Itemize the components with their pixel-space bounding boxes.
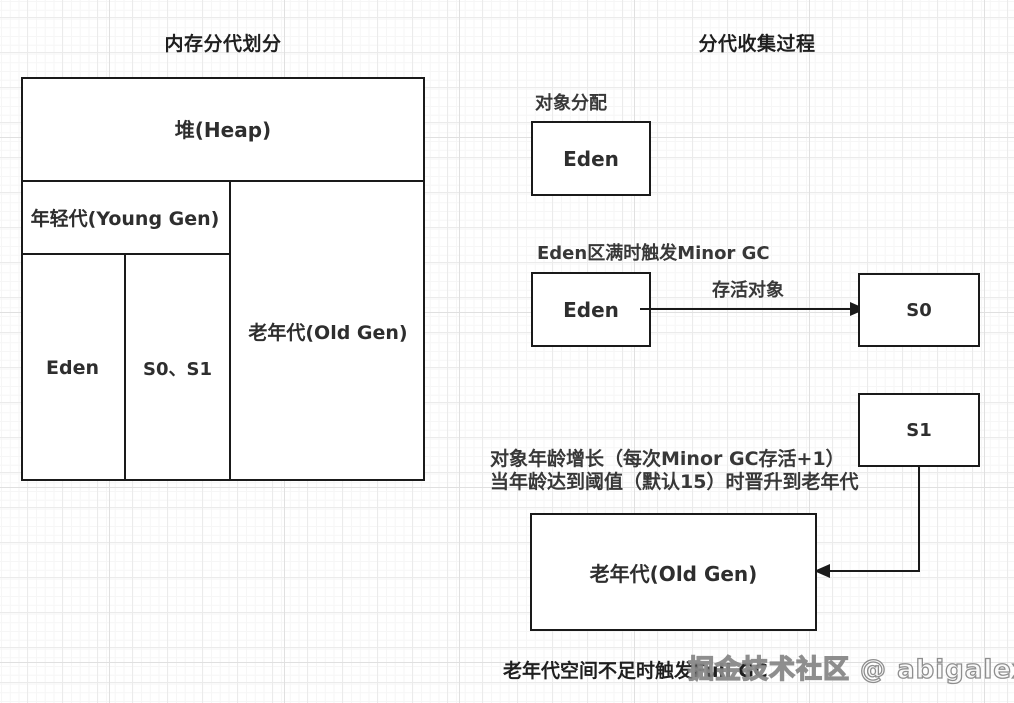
young-old-divider-vertical [229,180,231,481]
young-gen-label: 年轻代(Young Gen) [30,208,220,230]
eden-box-1-label: Eden [563,146,619,171]
s0-box-label: S0 [906,299,932,321]
heap-divider-horizontal [21,180,425,182]
right-diagram-title: 分代收集过程 [698,33,816,55]
full-gc-note: 老年代空间不足时触发Full GC [503,660,768,682]
eden-survivor-divider-vertical [124,253,126,481]
age-growth-note-line2: 当年龄达到阈值（默认15）时晋升到老年代 [490,471,859,493]
young-gen-divider-horizontal [21,253,231,255]
s1-to-oldgen-connector-horizontal [829,570,920,572]
survivor-cell: S0、S1 [126,255,229,481]
heap-box [21,77,425,481]
eden-box-2: Eden [531,272,651,347]
s1-to-oldgen-connector-vertical [918,465,920,572]
age-growth-note: 对象年龄增长（每次Minor GC存活+1） 当年龄达到阈值（默认15）时晋升到… [490,448,858,494]
old-gen-cell: 老年代(Old Gen) [231,182,425,481]
surviving-objects-label: 存活对象 [712,280,784,301]
s0-box: S0 [858,273,980,347]
arrowhead-left-icon [814,564,830,578]
heap-label-region: 堆(Heap) [21,77,425,180]
old-gen-cell-label: 老年代(Old Gen) [248,322,408,344]
object-allocation-label: 对象分配 [535,93,607,114]
eden-box-1: Eden [531,121,651,196]
survivor-cell-label: S0、S1 [143,359,212,380]
eden-cell: Eden [21,255,124,481]
eden-cell-label: Eden [46,357,99,379]
young-gen-label-region: 年轻代(Young Gen) [21,182,229,253]
age-growth-note-line1: 对象年龄增长（每次Minor GC存活+1） [490,448,845,470]
old-gen-box-label: 老年代(Old Gen) [589,561,758,586]
eden-to-s0-arrow-line [640,308,852,310]
minor-gc-trigger-label: Eden区满时触发Minor GC [537,243,770,264]
watermark: 掘金技术社区 @ abigalexy [687,654,1014,685]
s1-box: S1 [858,393,980,467]
heap-label: 堆(Heap) [174,118,272,142]
s1-box-label: S1 [906,419,932,441]
left-diagram-title: 内存分代划分 [164,33,282,55]
eden-box-2-label: Eden [563,297,619,322]
old-gen-box: 老年代(Old Gen) [530,513,817,631]
